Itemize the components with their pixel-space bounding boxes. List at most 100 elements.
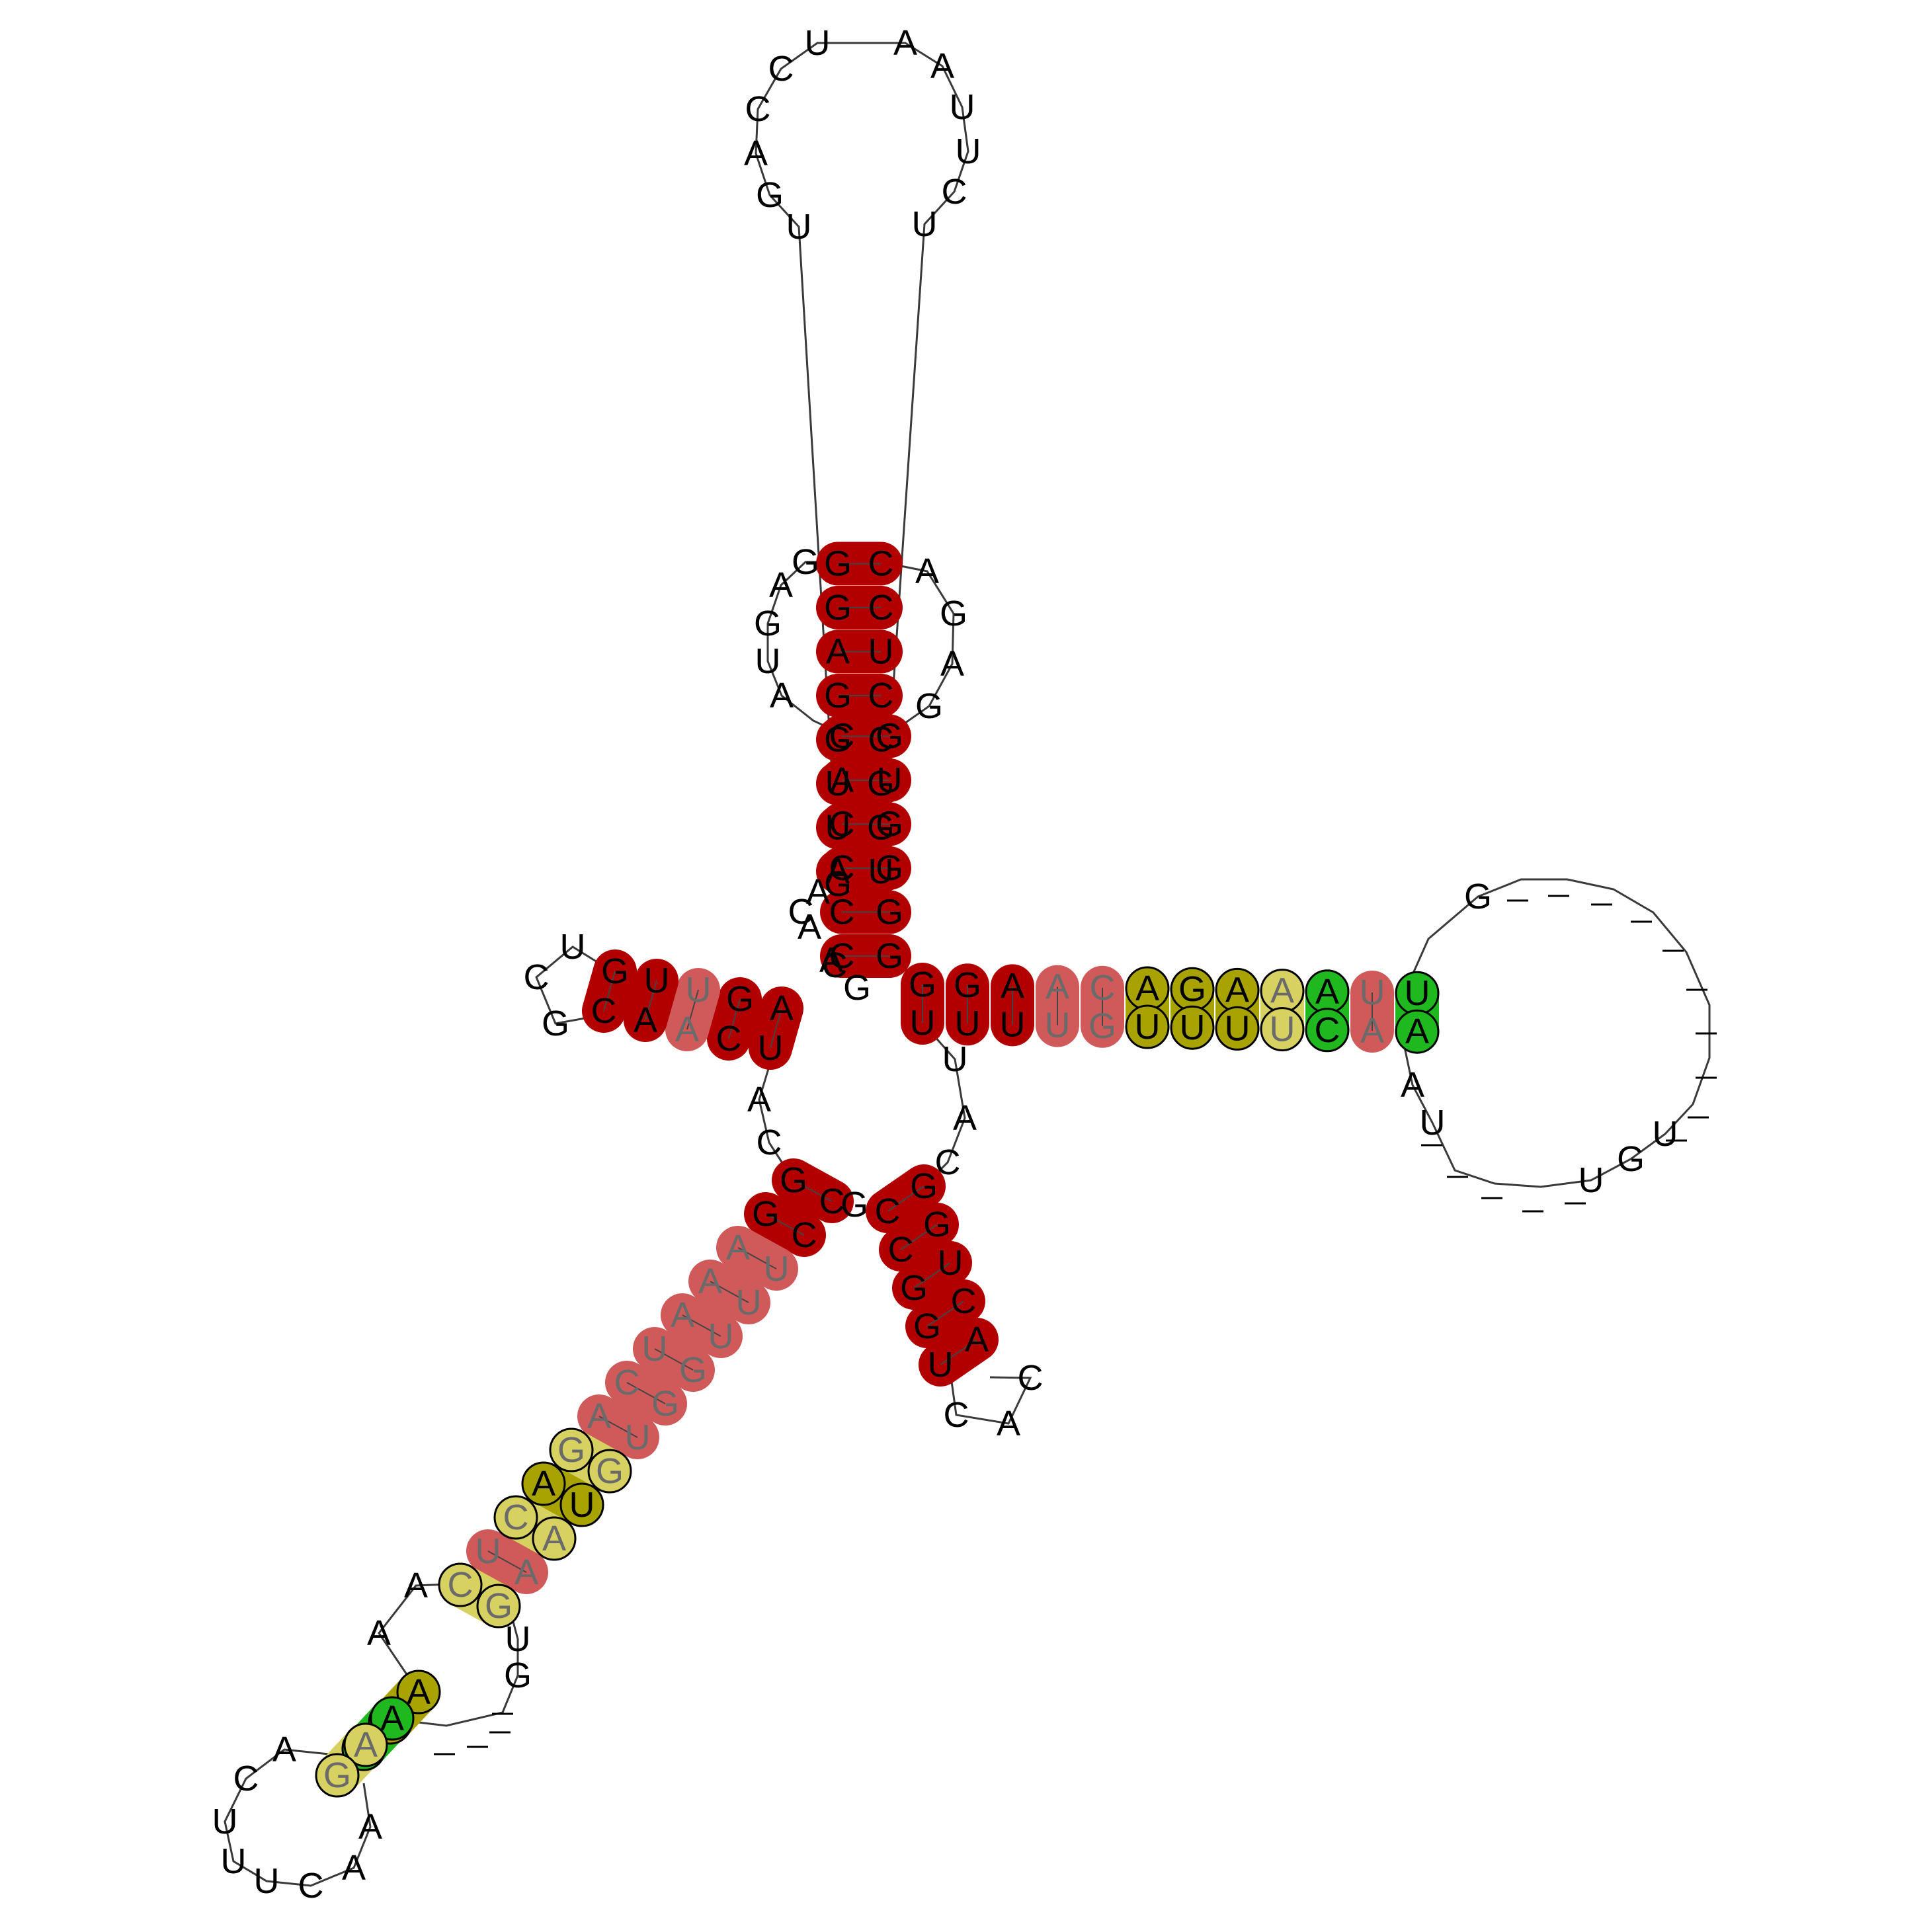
bottom_right-2-3p: C — [888, 1230, 914, 1269]
right-2-3p: U — [955, 1004, 981, 1043]
top_loop-base-4: C — [745, 89, 771, 129]
upper_interior_left-base-1: G — [792, 542, 819, 582]
bottom_right-3-3p: G — [900, 1268, 928, 1308]
bottom_left-11-3p-circle — [532, 1516, 577, 1561]
top_loop-base-7: A — [893, 23, 917, 63]
bottom_left-12-5p: U — [475, 1531, 501, 1571]
junction_small-base-7: A — [819, 940, 843, 980]
bottom_left-pair-3-bond — [737, 1247, 777, 1269]
right-12-3p: A — [1405, 1012, 1429, 1051]
junction_small-base-3: G — [824, 864, 852, 904]
right-7-5p: G — [1178, 969, 1206, 1009]
bottom_left-4-5p: A — [698, 1262, 722, 1301]
bottom_left-7-3p: G — [651, 1384, 679, 1424]
far_left-3-5p: A — [354, 1725, 378, 1765]
right-7-3p: U — [1180, 1008, 1206, 1047]
top_loop-base-12: U — [912, 204, 938, 244]
right-1-3p: U — [910, 1003, 936, 1043]
middle-1-5p: C — [829, 936, 855, 976]
bottom_left-6-3p: G — [679, 1350, 707, 1390]
top-6-3p: U — [868, 632, 894, 672]
bottom_right-2-5p: G — [923, 1205, 951, 1244]
bottom_left-10-5p: A — [532, 1464, 555, 1504]
bottom_right_hairpin-base-3: C — [944, 1395, 969, 1435]
top_loop-base-9: U — [950, 87, 975, 127]
junction_small-base-1: C — [788, 892, 814, 932]
middle-3-5p: C — [829, 848, 855, 888]
top-7-3p: C — [868, 588, 894, 627]
backbone-layer — [224, 42, 1711, 1887]
right-7-3p-circle — [1170, 1005, 1215, 1050]
top_loop-base-8: A — [930, 46, 954, 86]
bottom_left-11-5p-circle — [493, 1495, 538, 1540]
far_left_hairpin-base-4: U — [221, 1841, 247, 1881]
far_left-2-5p-circle — [370, 1696, 415, 1741]
left-4-3p: A — [634, 1000, 657, 1040]
middle-6-5p: C — [829, 717, 855, 756]
top-4-5p: G — [824, 720, 852, 760]
loop-backbone-2 — [880, 561, 955, 735]
bottom_left-13-3p: G — [485, 1586, 513, 1626]
top-5-5p: G — [824, 676, 852, 715]
right-9-3p: U — [1270, 1010, 1295, 1049]
top-1-5p: A — [826, 852, 850, 891]
bottom_right-5-3p: U — [928, 1345, 954, 1385]
bottom_right-4-5p: C — [951, 1281, 977, 1321]
bottom_left-13-5p: C — [448, 1565, 473, 1605]
bottom_right-pair-2-bond — [900, 1224, 938, 1250]
right_hairpin-base-6: U — [1653, 1114, 1678, 1154]
far_left_hairpin-base-8: A — [358, 1807, 382, 1847]
left-pair-5-bond — [603, 971, 616, 1012]
junction_small-base-2: A — [806, 872, 830, 912]
bottom_right-pair-1-bond — [887, 1186, 924, 1212]
upper_interior_right-base-1: A — [915, 551, 939, 591]
bottom_left-8-5p: A — [587, 1396, 611, 1436]
left-pair-2-bond — [728, 998, 741, 1039]
right-10-3p-circle — [1305, 1008, 1350, 1053]
middle-5-5p: A — [830, 760, 854, 800]
bottom_left-2-3p: C — [792, 1215, 817, 1255]
middle-1-3p: G — [876, 936, 903, 976]
bottom_left-pair-2-bond — [765, 1213, 805, 1236]
right-11-3p: A — [1360, 1011, 1384, 1051]
right-1-5p: G — [909, 965, 936, 1004]
top-6-5p: A — [826, 632, 850, 672]
right-9-5p: A — [1270, 971, 1294, 1011]
bottom_left-12-3p: A — [514, 1552, 538, 1592]
bottom_right-pair-4-bond — [926, 1301, 964, 1327]
left_hairpin-base-2: C — [524, 957, 550, 997]
junction_bottom-base-1: G — [841, 1185, 868, 1225]
bottom_left-pair-12-bond — [487, 1550, 527, 1573]
left-pair-3-bond — [686, 989, 699, 1030]
upper_interior_right-base-3: A — [940, 644, 964, 684]
top-3-5p: U — [825, 764, 851, 803]
far_left_hairpin-base-1: A — [272, 1730, 296, 1769]
bottom_left_interior-base-3: U — [505, 1619, 531, 1659]
left-2-5p: G — [726, 979, 754, 1019]
top_loop-base-1: U — [786, 207, 812, 247]
left-pair-4-bond — [645, 980, 657, 1021]
right-4-3p: U — [1045, 1006, 1071, 1045]
top_loop-base-11: C — [942, 172, 967, 212]
junction_small-base-5: C — [822, 946, 848, 985]
bottom_right-1-5p: G — [910, 1166, 938, 1206]
far_left-3-3p-circle — [315, 1753, 360, 1798]
top_loop-backbone — [755, 42, 969, 872]
right-3-5p: A — [1001, 966, 1024, 1006]
left-1-3p: U — [758, 1028, 784, 1068]
bottom_right_hairpin-base-1: C — [1018, 1358, 1044, 1398]
right_hairpin-base-5: G — [1617, 1139, 1645, 1179]
far_left_hairpin-base-3: U — [212, 1802, 238, 1841]
top_loop-base-6: U — [805, 23, 831, 63]
bottom_left-9-5p-circle — [549, 1428, 594, 1472]
loop-backbone-3 — [535, 946, 615, 1025]
junction_right-base-3: C — [935, 1143, 961, 1182]
middle-6-3p: G — [876, 717, 903, 756]
bottom_right-4-3p: G — [913, 1307, 941, 1346]
bottom_left-pair-5-bond — [682, 1314, 721, 1337]
bottom_left-10-3p-circle — [559, 1482, 604, 1527]
right-6-5p: A — [1135, 969, 1159, 1008]
right-4-5p: A — [1046, 967, 1069, 1007]
